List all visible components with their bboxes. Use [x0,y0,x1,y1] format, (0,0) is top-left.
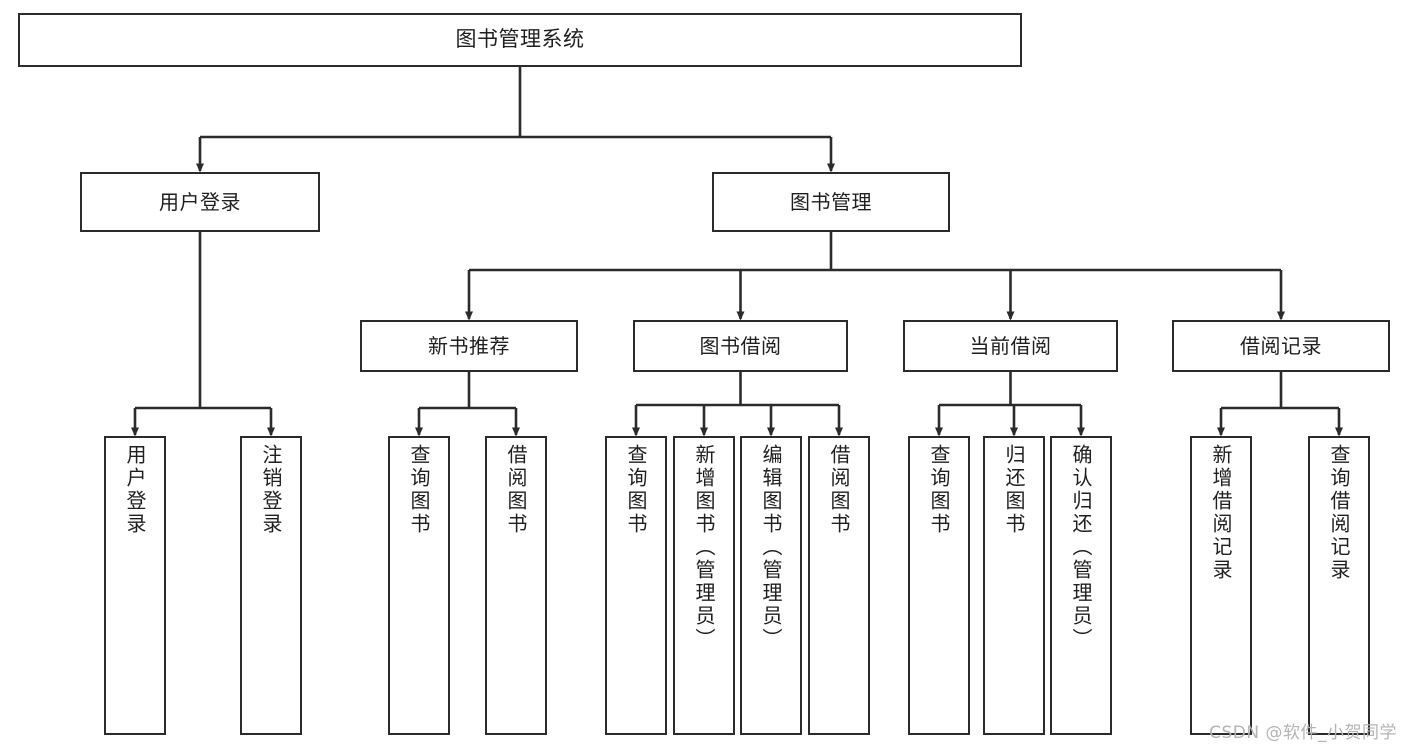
node-leaf-borrow-2[interactable]: 借阅图书 [808,436,870,735]
node-label: 新书推荐 [428,333,510,358]
node-leaf-add-rec[interactable]: 新增借阅记录 [1190,436,1252,735]
node-label: 查询图书 [927,444,951,536]
node-leaf-query-1[interactable]: 查询图书 [388,436,450,735]
node-leaf-confirm[interactable]: 确认归还（管理员） [1050,436,1112,735]
node-label: 借阅图书 [504,444,528,536]
node-leaf-user-login[interactable]: 用户登录 [104,436,166,735]
node-label: 查询借阅记录 [1327,444,1351,582]
node-leaf-query-rec[interactable]: 查询借阅记录 [1308,436,1370,735]
node-label: 编辑图书（管理员） [759,444,783,651]
node-leaf-query-3[interactable]: 查询图书 [908,436,970,735]
csdn-watermark: CSDN @软件_小贺同学 [1209,723,1397,743]
node-leaf-add-book[interactable]: 新增图书（管理员） [673,436,735,735]
node-label: 新增图书（管理员） [692,444,716,651]
node-label: 借阅记录 [1240,333,1322,358]
node-new-book-rec[interactable]: 新书推荐 [360,320,578,372]
node-label: 图书管理 [790,189,872,214]
node-label: 用户登录 [159,189,241,214]
node-label: 图书管理系统 [455,27,585,52]
node-leaf-query-2[interactable]: 查询图书 [605,436,667,735]
node-leaf-return[interactable]: 归还图书 [983,436,1045,735]
node-user-login[interactable]: 用户登录 [80,172,320,232]
node-label: 图书借阅 [699,333,782,358]
node-label: 当前借阅 [969,333,1052,358]
node-borrow-record[interactable]: 借阅记录 [1172,320,1390,372]
node-label: 新增借阅记录 [1209,444,1233,582]
node-root[interactable]: 图书管理系统 [18,13,1022,67]
node-current-borrow[interactable]: 当前借阅 [903,320,1118,372]
node-label: 注销登录 [259,444,283,536]
node-book-manage[interactable]: 图书管理 [712,172,950,232]
node-label: 查询图书 [624,444,648,536]
node-label: 用户登录 [123,444,147,536]
node-label: 确认归还（管理员） [1069,444,1093,651]
node-leaf-logout[interactable]: 注销登录 [240,436,302,735]
node-leaf-edit-book[interactable]: 编辑图书（管理员） [740,436,802,735]
node-label: 归还图书 [1002,444,1026,536]
node-book-borrow[interactable]: 图书借阅 [633,320,848,372]
node-label: 查询图书 [407,444,431,536]
node-label: 借阅图书 [827,444,851,536]
node-leaf-borrow-1[interactable]: 借阅图书 [485,436,547,735]
